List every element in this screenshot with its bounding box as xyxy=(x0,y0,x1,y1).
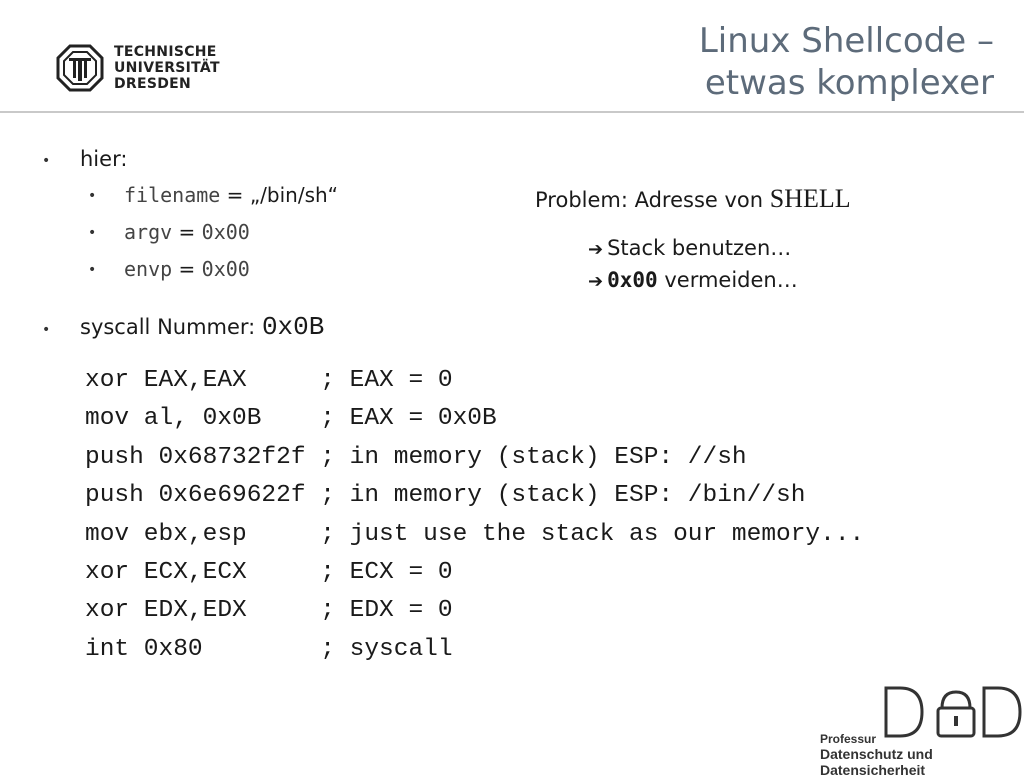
slide-title: Linux Shellcode – etwas komplexer xyxy=(698,21,994,103)
sub-item-filename: filename = „/bin/sh“ xyxy=(124,183,339,207)
problem-statement: Problem: Adresse von SHELL xyxy=(535,184,851,213)
sub-item-argv: argv = 0x00 xyxy=(124,220,250,244)
sub-bullet-dot: • xyxy=(88,262,97,278)
code-line: push 0x6e69622f ; in memory (stack) ESP:… xyxy=(85,482,806,510)
tu-dresden-emblem-icon xyxy=(56,44,104,92)
syscall-number: syscall Nummer: 0x0B xyxy=(80,312,325,342)
arrow-right-icon: ➔ xyxy=(588,239,604,260)
code-line: push 0x68732f2f ; in memory (stack) ESP:… xyxy=(85,443,747,471)
sub-bullet-dot: • xyxy=(88,188,97,204)
hint-avoid-null: ➔0x00 vermeiden… xyxy=(588,268,798,292)
hint-stack: ➔Stack benutzen… xyxy=(588,236,792,260)
tu-dresden-logo: TECHNISCHE UNIVERSITÄT DRESDEN xyxy=(56,44,220,92)
code-line: xor EDX,EDX ; EDX = 0 xyxy=(85,597,453,625)
sub-bullet-dot: • xyxy=(88,225,97,241)
code-line: xor EAX,EAX ; EAX = 0 xyxy=(85,367,453,394)
code-line: xor ECX,ECX ; ECX = 0 xyxy=(85,559,453,587)
bullet-dot: • xyxy=(42,153,51,169)
assembly-code: xor EAX,EAX ; EAX = 0 mov al, 0x0B ; EAX… xyxy=(85,362,864,669)
arrow-right-icon: ➔ xyxy=(588,271,604,292)
dud-logo-icon xyxy=(884,686,1022,738)
university-name: TECHNISCHE UNIVERSITÄT DRESDEN xyxy=(114,44,220,92)
header-divider xyxy=(0,111,1024,113)
hier-label: hier: xyxy=(80,147,128,171)
bullet-dot: • xyxy=(42,322,51,338)
code-line: mov ebx,esp ; just use the stack as our … xyxy=(85,520,865,548)
code-line: mov al, 0x0B ; EAX = 0x0B xyxy=(85,405,497,433)
code-line: int 0x80 ; syscall xyxy=(85,635,453,663)
sub-item-envp: envp = 0x00 xyxy=(124,257,250,281)
chair-name: Professur Datenschutz und Datensicherhei… xyxy=(820,732,933,778)
